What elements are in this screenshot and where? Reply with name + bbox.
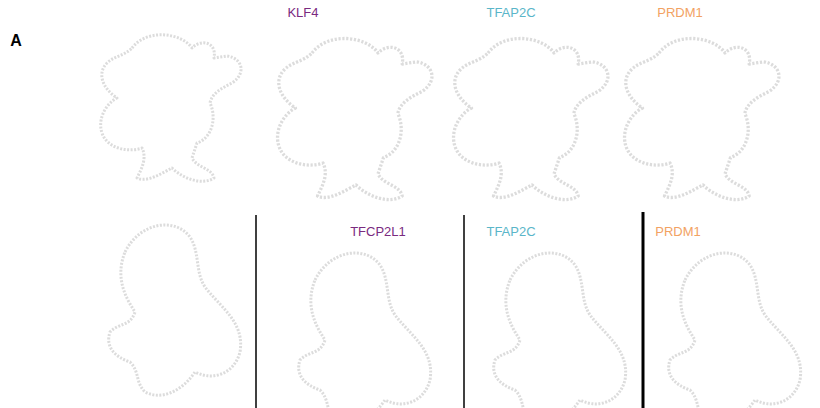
gene-label: TFAP2C — [484, 225, 537, 239]
gene-label: PRDM1 — [655, 6, 705, 20]
panel-letter: A — [8, 32, 24, 50]
embryo-outline — [101, 35, 241, 181]
embryo-outline — [669, 253, 801, 408]
gene-label: PRDM1 — [653, 225, 703, 239]
divider-line — [463, 215, 465, 408]
divider-line — [642, 212, 645, 408]
embryo-outline — [278, 38, 432, 199]
gene-label: KLF4 — [285, 6, 320, 20]
embryo-outline — [299, 253, 431, 408]
gene-label: TFAP2C — [484, 6, 537, 20]
gene-label: TFCP2L1 — [348, 225, 408, 239]
embryo-outline — [454, 38, 608, 199]
embryo-outline — [109, 225, 241, 395]
divider-line — [255, 215, 257, 408]
embryo-outline — [494, 253, 626, 408]
embryo-outline — [625, 38, 779, 199]
